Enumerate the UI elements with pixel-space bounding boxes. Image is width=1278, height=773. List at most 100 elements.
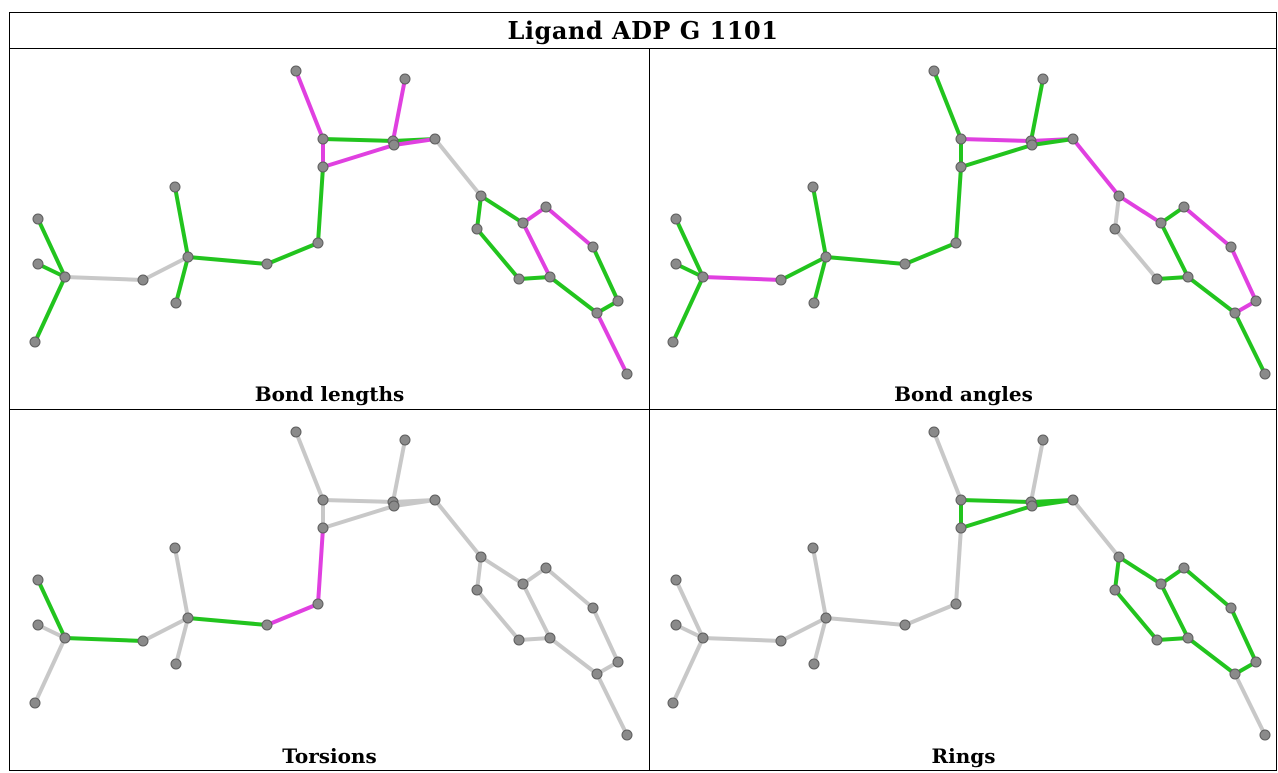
bond-2 bbox=[321, 498, 395, 504]
atom-9 bbox=[182, 612, 194, 624]
atom-9 bbox=[182, 251, 194, 263]
bond-18 bbox=[479, 194, 525, 225]
atom-26 bbox=[1259, 729, 1271, 741]
bond-17 bbox=[433, 498, 483, 559]
bond-25 bbox=[1229, 606, 1258, 664]
bond-2 bbox=[321, 137, 395, 143]
atom-24 bbox=[591, 307, 603, 319]
bond-6 bbox=[1030, 498, 1075, 508]
panel-bond-lengths: Bond lengths bbox=[10, 49, 650, 410]
atom-19 bbox=[517, 578, 529, 590]
bond-16 bbox=[33, 636, 67, 705]
atom-4 bbox=[1067, 133, 1079, 145]
atom-6 bbox=[1026, 500, 1038, 512]
atom-18 bbox=[471, 584, 483, 596]
atom-12 bbox=[137, 635, 149, 647]
bond-10 bbox=[173, 185, 190, 259]
bond-11 bbox=[812, 616, 828, 666]
atom-21 bbox=[587, 241, 599, 253]
atom-18 bbox=[1109, 584, 1121, 596]
bond-11 bbox=[174, 616, 190, 666]
bond-8 bbox=[903, 602, 958, 627]
atom-17 bbox=[1113, 551, 1125, 563]
atom-12 bbox=[137, 274, 149, 286]
atom-26 bbox=[621, 729, 633, 741]
atom-0 bbox=[928, 426, 940, 438]
atom-16 bbox=[667, 336, 679, 348]
bond-1 bbox=[1029, 77, 1045, 143]
bond-13 bbox=[63, 636, 145, 643]
atom-18 bbox=[471, 223, 483, 235]
bond-14 bbox=[674, 217, 705, 279]
atom-11 bbox=[697, 632, 709, 644]
atom-23 bbox=[544, 271, 556, 283]
atom-26 bbox=[1259, 368, 1271, 380]
atom-7 bbox=[807, 181, 819, 193]
molecule-bond-lengths bbox=[29, 65, 633, 380]
bond-28 bbox=[595, 672, 629, 737]
molecule-rings bbox=[667, 426, 1271, 741]
bond-24 bbox=[544, 566, 595, 610]
bond-10 bbox=[811, 185, 828, 259]
caption-torsions: Torsions bbox=[282, 744, 377, 768]
bond-14 bbox=[36, 578, 67, 640]
atom-7 bbox=[169, 542, 181, 554]
bond-27 bbox=[548, 636, 599, 676]
atom-1 bbox=[1037, 434, 1049, 446]
bond-8 bbox=[265, 602, 320, 627]
atom-22 bbox=[513, 273, 525, 285]
bond-22 bbox=[1159, 582, 1190, 640]
bond-9 bbox=[824, 255, 907, 266]
atom-8 bbox=[670, 213, 682, 225]
bond-18 bbox=[1117, 555, 1163, 586]
bond-9 bbox=[186, 616, 269, 627]
atom-19 bbox=[1155, 217, 1167, 229]
atom-15 bbox=[170, 658, 182, 670]
atom-25 bbox=[1250, 295, 1262, 307]
atom-11 bbox=[59, 632, 71, 644]
atom-10 bbox=[32, 619, 44, 631]
atom-25 bbox=[612, 295, 624, 307]
atom-6 bbox=[388, 500, 400, 512]
bond-22 bbox=[521, 582, 552, 640]
atom-23 bbox=[1182, 632, 1194, 644]
figure-title: Ligand ADP G 1101 bbox=[10, 13, 1276, 49]
atom-12 bbox=[775, 635, 787, 647]
panel-bond-angles: Bond angles bbox=[650, 49, 1277, 410]
atom-26 bbox=[621, 368, 633, 380]
bond-5 bbox=[321, 504, 396, 530]
atom-7 bbox=[807, 542, 819, 554]
bond-13 bbox=[701, 636, 783, 643]
atom-24 bbox=[1229, 307, 1241, 319]
bond-14 bbox=[36, 217, 67, 279]
atom-17 bbox=[1113, 190, 1125, 202]
atom-1 bbox=[399, 73, 411, 85]
atom-2 bbox=[955, 494, 967, 506]
bond-18 bbox=[1117, 194, 1163, 225]
atom-19 bbox=[1155, 578, 1167, 590]
atom-9 bbox=[820, 612, 832, 624]
atom-10 bbox=[670, 619, 682, 631]
bond-2 bbox=[959, 137, 1033, 143]
atom-4 bbox=[429, 494, 441, 506]
bond-0 bbox=[294, 69, 325, 141]
bond-1 bbox=[391, 438, 407, 504]
bond-7 bbox=[954, 165, 963, 245]
atom-7 bbox=[169, 181, 181, 193]
bond-14 bbox=[674, 578, 705, 640]
atom-2 bbox=[317, 494, 329, 506]
atom-8 bbox=[32, 213, 44, 225]
bond-12 bbox=[779, 616, 828, 643]
atom-19 bbox=[517, 217, 529, 229]
atom-22 bbox=[1151, 273, 1163, 285]
atom-5 bbox=[955, 161, 967, 173]
bond-17 bbox=[1071, 498, 1121, 559]
bond-25 bbox=[591, 245, 620, 303]
atom-4 bbox=[1067, 494, 1079, 506]
bond-28 bbox=[595, 311, 629, 376]
atom-25 bbox=[1250, 656, 1262, 668]
atom-13 bbox=[899, 258, 911, 270]
atom-17 bbox=[475, 551, 487, 563]
bond-10 bbox=[173, 546, 190, 620]
bond-22 bbox=[521, 221, 552, 279]
